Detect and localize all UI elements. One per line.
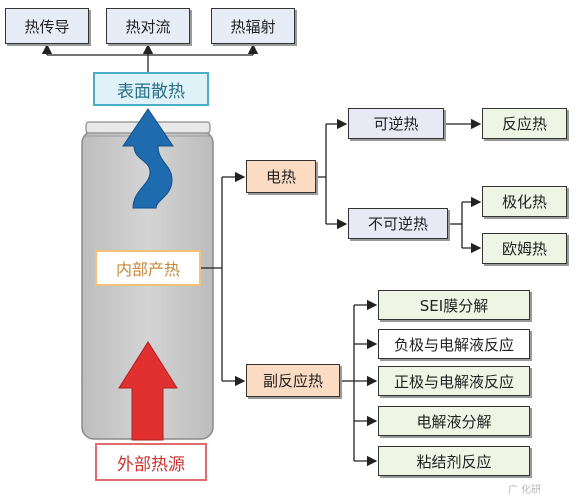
surface-heat-box: 表面散热 <box>93 72 209 106</box>
conduction-label: 热传导 <box>24 17 70 36</box>
ohmic-heat-box: 欧姆热 <box>482 233 567 264</box>
heat-dissipation-arrow <box>122 108 174 209</box>
reaction-heat-label: 反应热 <box>501 115 547 133</box>
polarization-heat-box: 极化热 <box>482 186 567 217</box>
reversible-heat-box: 可逆热 <box>348 108 444 139</box>
sei-decomposition-box: SEI膜分解 <box>378 290 530 320</box>
binder-reaction-box: 粘结剂反应 <box>378 446 530 476</box>
radiation-label: 热辐射 <box>230 17 276 36</box>
reaction-heat-box: 反应热 <box>482 108 567 139</box>
side-reaction-heat-box: 副反应热 <box>246 364 340 397</box>
internal-heat-box: 内部产热 <box>95 250 201 286</box>
polarization-heat-label: 极化热 <box>501 193 547 211</box>
electrolyte-decomposition-box: 电解液分解 <box>378 406 530 436</box>
anode-electrolyte-box: 负极与电解液反应 <box>378 329 530 359</box>
cathode-electrolyte-box: 正极与电解液反应 <box>378 366 530 396</box>
irreversible-heat-label: 不可逆热 <box>367 215 428 233</box>
side-reaction-heat-label: 副反应热 <box>262 372 323 390</box>
electrolyte-decomposition-label: 电解液分解 <box>416 412 492 431</box>
external-heat-arrow <box>118 341 178 441</box>
electric-heat-label: 电热 <box>265 168 296 186</box>
ohmic-heat-label: 欧姆热 <box>501 240 547 258</box>
surface-heat-label: 表面散热 <box>117 81 185 102</box>
external-heat-box: 外部热源 <box>95 443 207 481</box>
convection-label: 热对流 <box>125 17 171 36</box>
convection-box: 热对流 <box>106 8 190 44</box>
sei-decomposition-label: SEI膜分解 <box>419 296 489 315</box>
anode-electrolyte-label: 负极与电解液反应 <box>393 335 514 354</box>
external-heat-label: 外部热源 <box>117 454 185 475</box>
conduction-box: 热传导 <box>5 8 89 44</box>
internal-heat-label: 内部产热 <box>115 260 180 279</box>
cathode-electrolyte-label: 正极与电解液反应 <box>393 372 514 391</box>
reversible-heat-label: 可逆热 <box>373 115 419 133</box>
irreversible-heat-box: 不可逆热 <box>348 208 448 239</box>
watermark-text: 广 化研 <box>508 485 542 496</box>
radiation-box: 热辐射 <box>211 8 295 44</box>
watermark: 广 化研 <box>508 481 541 496</box>
electric-heat-box: 电热 <box>246 160 316 193</box>
binder-reaction-label: 粘结剂反应 <box>416 452 492 471</box>
